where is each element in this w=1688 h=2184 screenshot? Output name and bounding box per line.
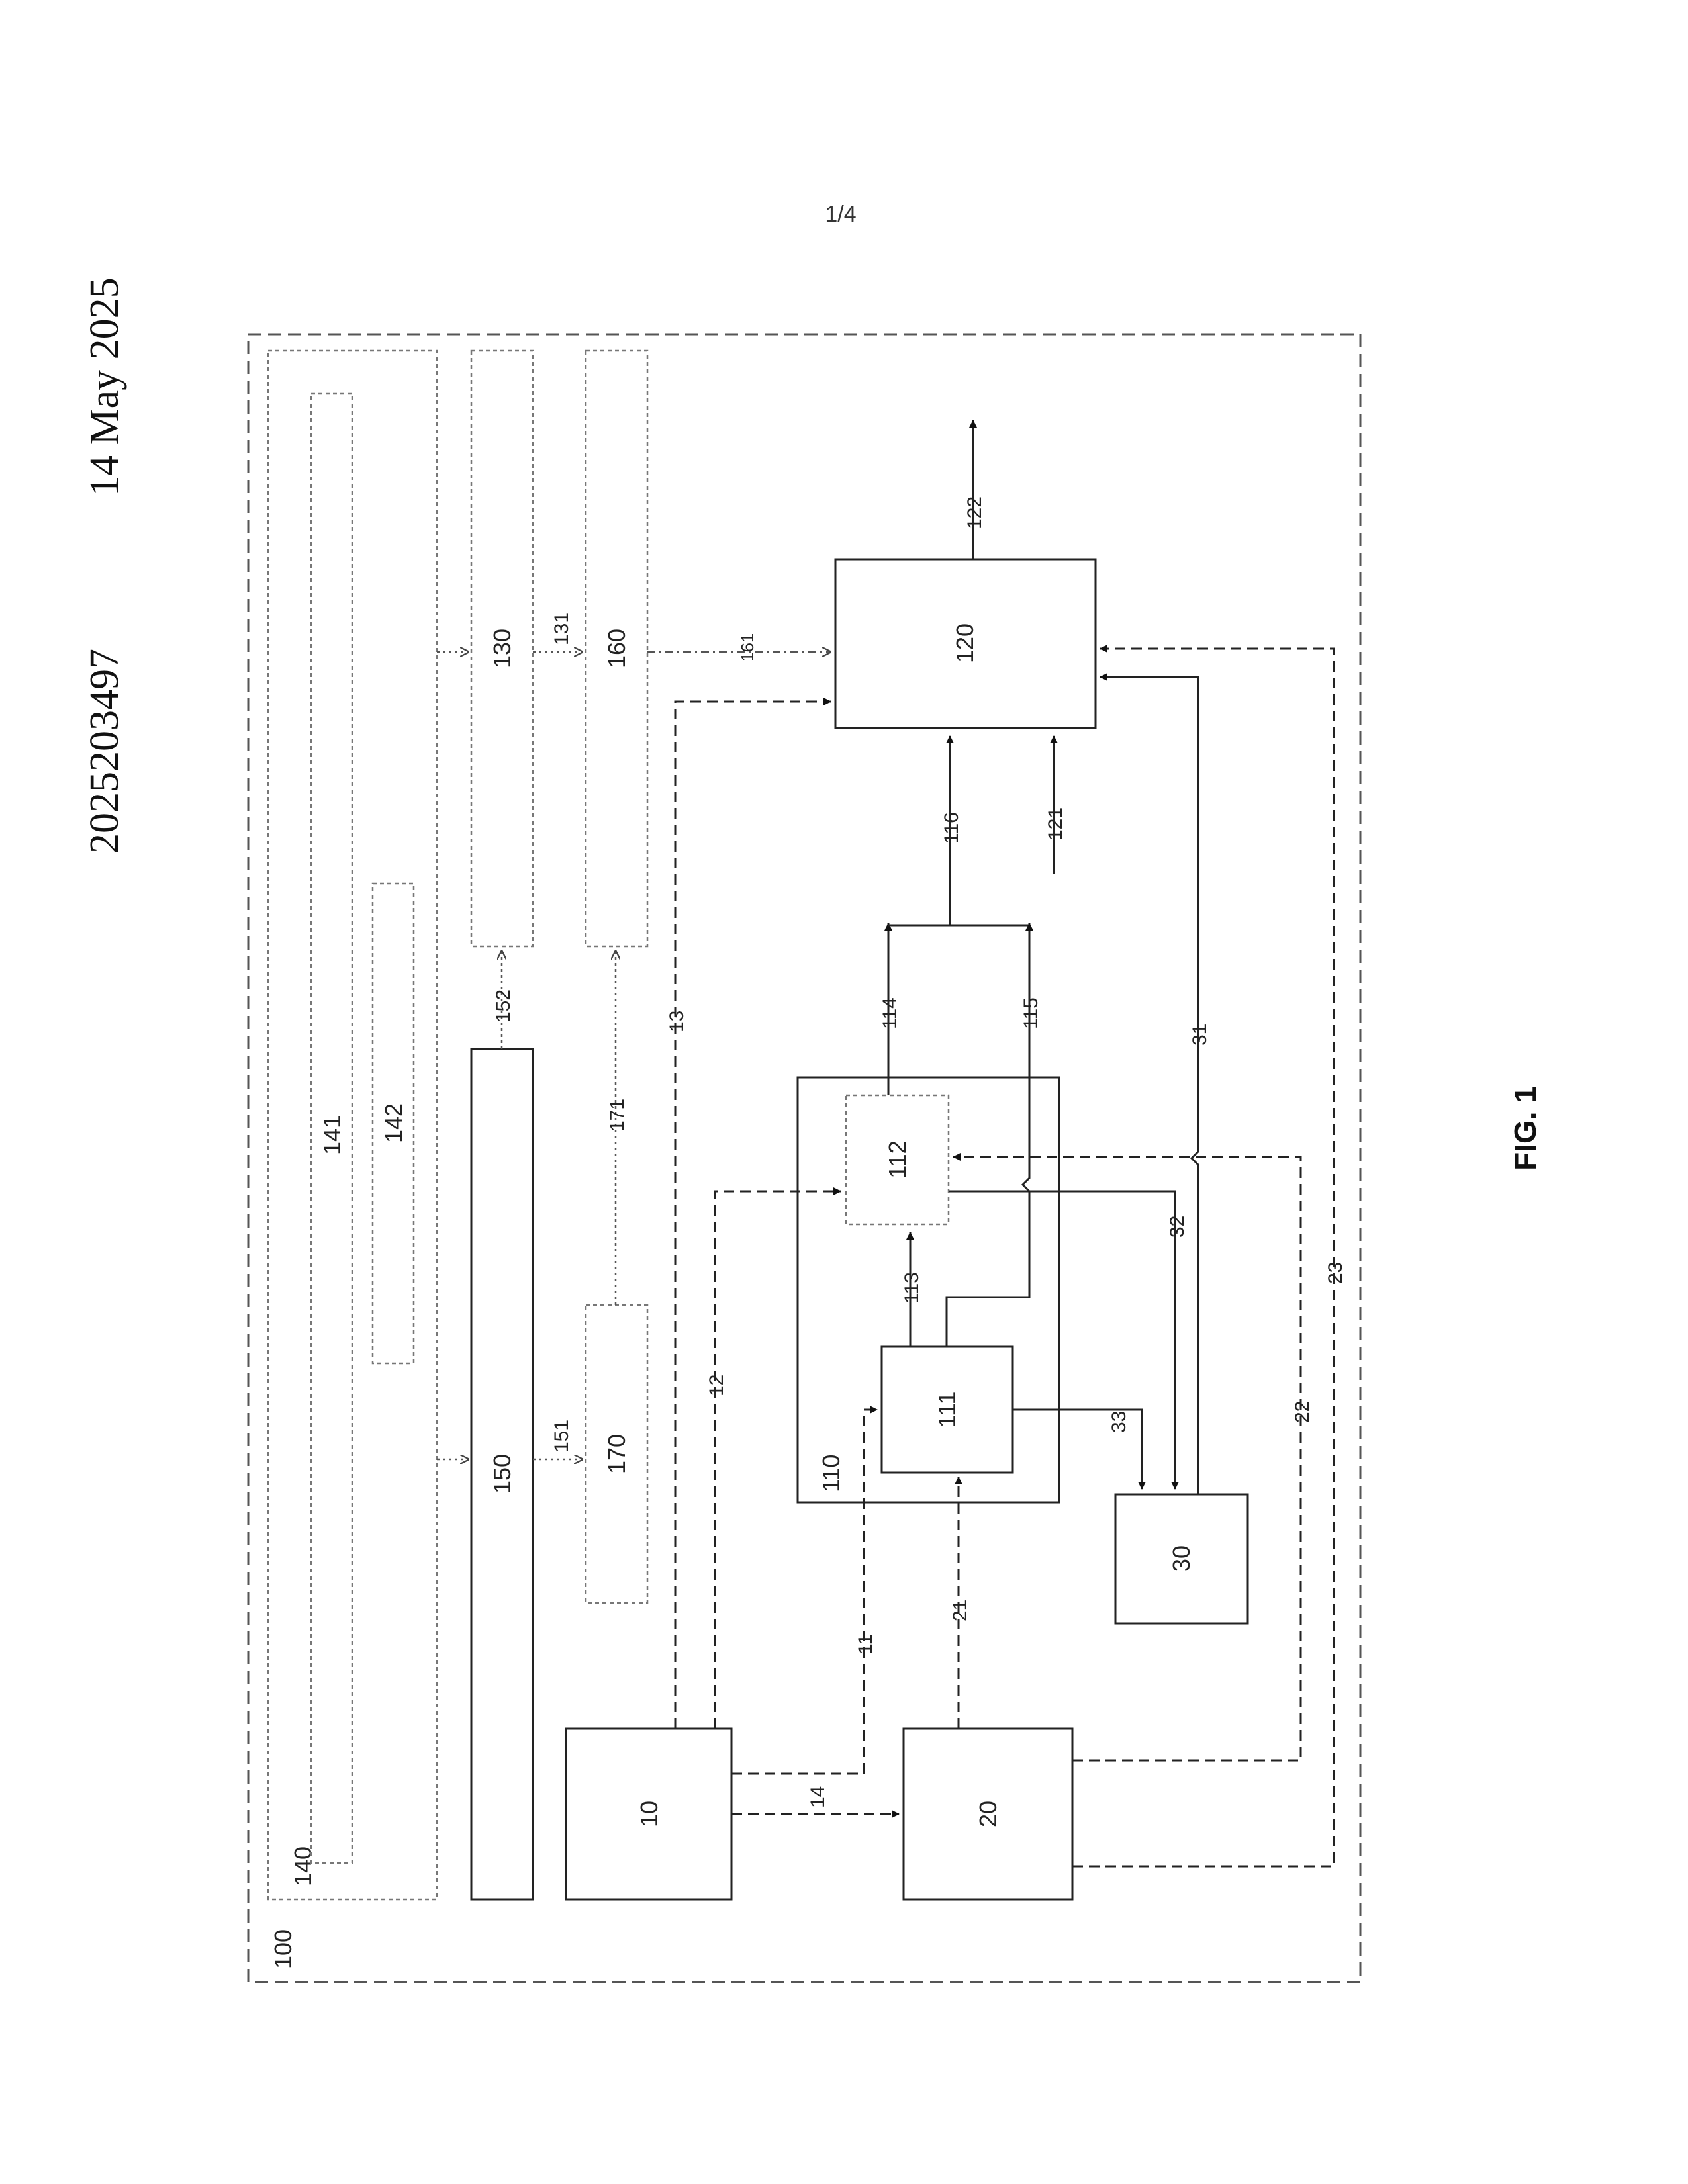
label-161: 161 (737, 633, 757, 662)
label-100: 100 (269, 1929, 297, 1969)
line-115 (947, 923, 1029, 1347)
label-130: 130 (489, 629, 516, 668)
label-22: 22 (1291, 1401, 1313, 1423)
label-114: 114 (879, 997, 901, 1029)
label-152: 152 (492, 989, 514, 1023)
page-number: 1/4 (825, 202, 856, 227)
label-30: 30 (1168, 1545, 1195, 1572)
label-31: 31 (1189, 1024, 1211, 1046)
label-115: 115 (1020, 997, 1042, 1029)
label-150: 150 (489, 1454, 516, 1494)
label-131: 131 (551, 612, 573, 645)
label-116: 116 (941, 812, 962, 844)
label-141: 141 (318, 1115, 346, 1155)
label-23: 23 (1325, 1262, 1346, 1284)
figure-caption: FIG. 1 (1508, 1086, 1542, 1171)
label-14: 14 (807, 1786, 829, 1808)
line-13 (675, 702, 831, 1729)
label-32: 32 (1166, 1216, 1188, 1238)
line-31 (1100, 677, 1198, 1494)
publication-number: 2025203497 (82, 649, 127, 854)
label-20: 20 (974, 1801, 1002, 1827)
label-111: 111 (933, 1392, 961, 1428)
publication-date: 14 May 2025 (82, 277, 127, 496)
label-160: 160 (603, 629, 630, 668)
label-21: 21 (949, 1600, 971, 1621)
label-121: 121 (1045, 807, 1066, 841)
label-122: 122 (964, 496, 986, 529)
label-11: 11 (855, 1634, 876, 1655)
label-120: 120 (951, 623, 978, 663)
label-10: 10 (635, 1801, 663, 1827)
label-113: 113 (901, 1272, 923, 1304)
label-142: 142 (380, 1103, 407, 1143)
label-171: 171 (606, 1099, 628, 1132)
label-33: 33 (1108, 1411, 1130, 1433)
label-12: 12 (706, 1375, 727, 1396)
label-151: 151 (551, 1420, 573, 1453)
label-170: 170 (603, 1434, 630, 1474)
line-23 (1072, 649, 1334, 1866)
line-11 (731, 1410, 877, 1774)
label-112: 112 (884, 1140, 911, 1178)
label-13: 13 (666, 1011, 688, 1032)
label-110: 110 (818, 1455, 845, 1492)
